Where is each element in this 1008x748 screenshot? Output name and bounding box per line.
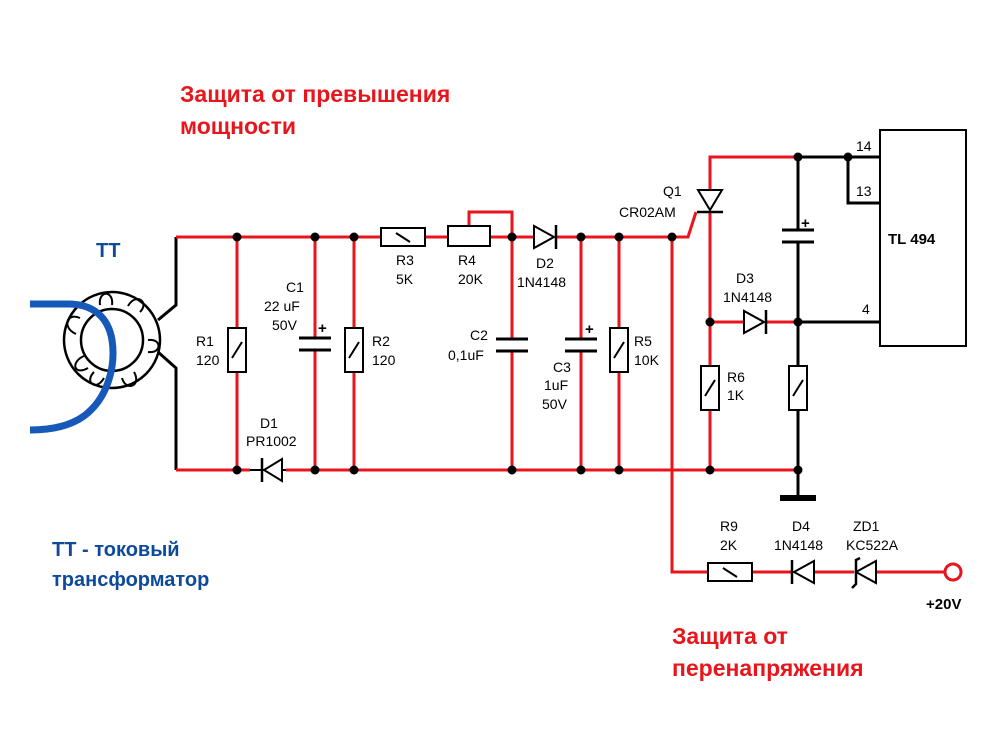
ic-pin-14: 14 (856, 138, 872, 154)
diode-d1: D1 PR1002 (246, 415, 297, 483)
zd1-value: KC522A (846, 537, 899, 553)
c1-value: 22 uF (264, 298, 300, 314)
r4-value: 20K (458, 271, 484, 287)
ic-tl494: TL 494 14 13 4 (856, 129, 967, 347)
r2-ref: R2 (372, 333, 390, 349)
diode-d4: D4 1N4148 (774, 518, 823, 585)
resistor-r2: R2 120 (344, 327, 396, 373)
r6-value: 1K (727, 387, 745, 403)
c3-polarity: + (585, 321, 594, 338)
q1-ref: Q1 (663, 183, 682, 199)
d3-value: 1N4148 (723, 289, 772, 305)
capacitor-c3: + C3 1uF 50V (542, 321, 597, 412)
c2-ref: C2 (470, 327, 488, 343)
r5-value: 10K (634, 352, 660, 368)
thyristor-q1: Q1 CR02AM (619, 183, 724, 220)
junctions (232, 152, 853, 475)
c3-ref: C3 (553, 359, 571, 375)
resistor-r9: R9 2K (707, 518, 753, 582)
ic-pin-13: 13 (856, 183, 872, 199)
d4-value: 1N4148 (774, 537, 823, 553)
r9-ref: R9 (720, 518, 738, 534)
c3-value: 1uF (544, 377, 568, 393)
tt-primary-wire (29, 300, 117, 434)
r5-ref: R5 (634, 333, 652, 349)
overvoltage-title-line2: перенапряжения (672, 655, 864, 681)
resistor-ic-bias (788, 365, 808, 411)
capacitor-c1: + C1 22 uF 50V (264, 279, 331, 352)
c1-voltage: 50V (272, 317, 298, 333)
resistor-r6: R6 1K (700, 365, 745, 411)
ic-pin-4: 4 (862, 301, 870, 317)
c3-voltage: 50V (542, 396, 568, 412)
r9-value: 2K (720, 537, 738, 553)
c1-polarity: + (318, 320, 327, 337)
q1-value: CR02AM (619, 204, 676, 220)
power-protection-title: Защита от превышения (180, 81, 450, 107)
tt-note-line2: трансформатор (52, 569, 209, 591)
resistor-r3: R3 5K (380, 227, 426, 287)
power-protection-title-line2: мощности (180, 113, 296, 139)
r4-ref: R4 (458, 252, 476, 268)
ic-name: TL 494 (888, 231, 936, 248)
c1-ref: C1 (286, 279, 304, 295)
d3-ref: D3 (736, 270, 754, 286)
c2-value: 0,1uF (448, 347, 484, 363)
r1-value: 120 (196, 352, 220, 368)
zener-zd1: ZD1 KC522A (846, 518, 899, 589)
r1-ref: R1 (196, 333, 214, 349)
supply-label: +20V (926, 596, 961, 613)
d1-value: PR1002 (246, 433, 297, 449)
d4-ref: D4 (792, 518, 810, 534)
supply-terminal: +20V (926, 562, 963, 613)
cap-polarity: + (801, 215, 810, 232)
overvoltage-title: Защита от (672, 623, 788, 649)
capacitor-c2: C2 0,1uF (448, 327, 528, 363)
current-transformer (29, 237, 178, 470)
diode-d3: D3 1N4148 (723, 270, 772, 335)
r2-value: 120 (372, 352, 396, 368)
d1-ref: D1 (260, 415, 278, 431)
tt-note: TT - токовый (52, 539, 180, 561)
tt-label: TT (96, 240, 120, 262)
ic-wiring (780, 155, 880, 501)
diode-d2: D2 1N4148 (517, 224, 566, 290)
resistor-r1: R1 120 (196, 327, 247, 373)
zd1-ref: ZD1 (853, 518, 880, 534)
resistor-r5: R5 10K (609, 327, 660, 373)
r6-ref: R6 (727, 369, 745, 385)
r3-value: 5K (396, 271, 414, 287)
r3-ref: R3 (396, 252, 414, 268)
potentiometer-r4: R4 20K (447, 225, 491, 287)
d2-value: 1N4148 (517, 274, 566, 290)
capacitor-ic-supply: + (782, 215, 814, 244)
d2-ref: D2 (536, 255, 554, 271)
